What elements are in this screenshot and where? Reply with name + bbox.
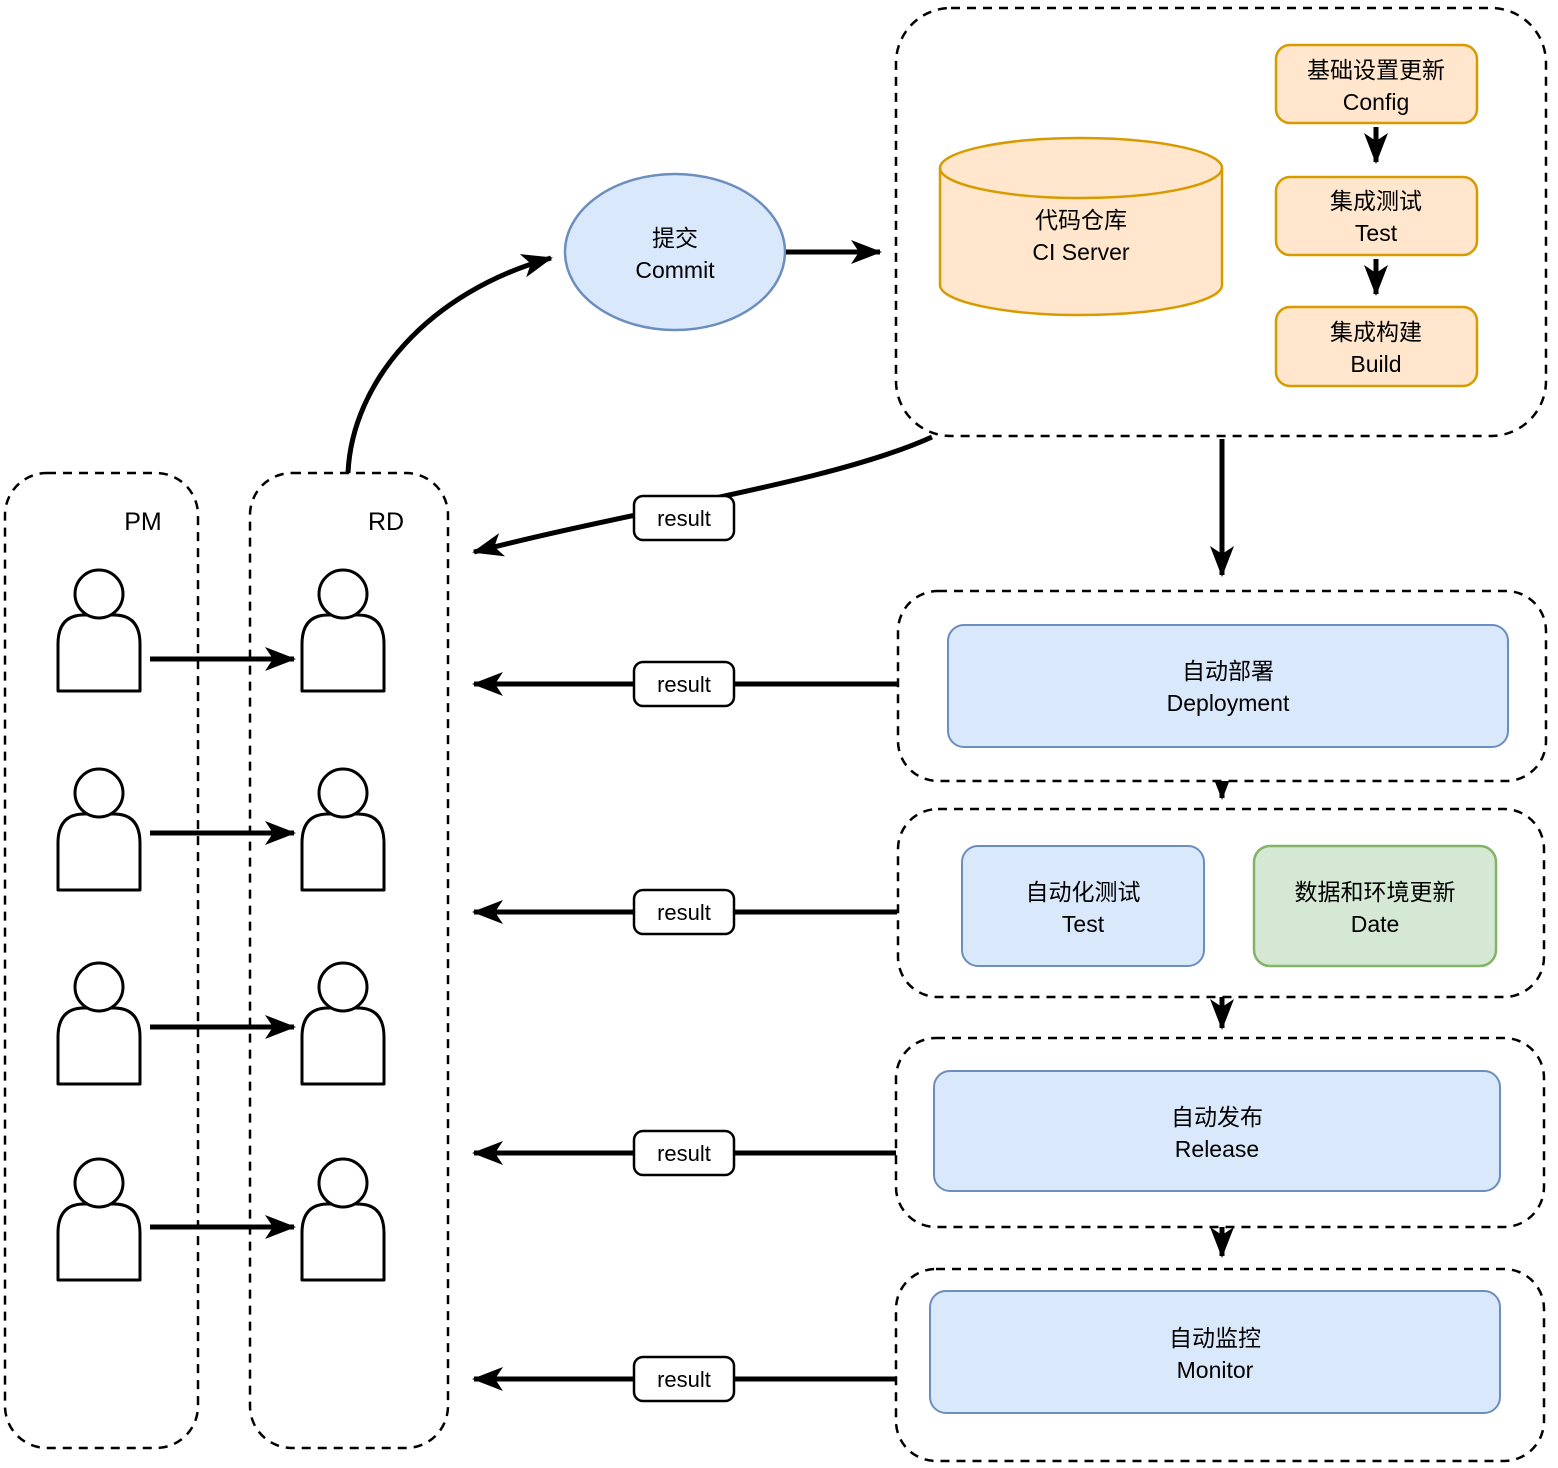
deployment-label-en: Deployment xyxy=(1167,690,1290,716)
auto-test-node: 自动化测试 Test xyxy=(961,845,1205,967)
data-env-label-zh: 数据和环境更新 xyxy=(1295,879,1456,905)
repo-label-zh: 代码仓库 xyxy=(1035,207,1127,233)
release-label-en: Release xyxy=(1175,1136,1259,1162)
monitor-label-zh: 自动监控 xyxy=(1169,1325,1261,1351)
config-label-zh: 基础设置更新 xyxy=(1307,57,1445,83)
integration-test-node: 集成测试 Test xyxy=(1274,175,1479,257)
monitor-label-en: Monitor xyxy=(1177,1357,1254,1383)
auto-test-label-zh: 自动化测试 xyxy=(1026,879,1141,905)
build-node: 集成构建 Build xyxy=(1274,305,1479,388)
monitor-stage: 自动监控 Monitor xyxy=(894,1267,1546,1463)
result-badge: result xyxy=(632,888,736,936)
result-badge-box xyxy=(632,1129,736,1177)
integration-test-label-en: Test xyxy=(1355,220,1398,246)
code-repo-cylinder: 代码仓库 CI Server xyxy=(938,136,1224,317)
data-env-node: 数据和环境更新 Date xyxy=(1252,844,1498,968)
rd-lane-label: RD xyxy=(368,508,404,536)
result-badge-label: result xyxy=(657,506,711,531)
auto-test-stage: 自动化测试 Test 数据和环境更新 Date xyxy=(896,807,1546,999)
pm-lane-border xyxy=(3,471,200,1450)
result-badge-box xyxy=(632,494,736,542)
integration-test-label-zh: 集成测试 xyxy=(1330,188,1422,214)
pm-to-rd-arrows xyxy=(150,647,296,1239)
result-badge-label: result xyxy=(657,672,711,697)
build-label-en: Build xyxy=(1350,351,1401,377)
result-badge-box xyxy=(632,660,736,708)
build-label-zh: 集成构建 xyxy=(1330,319,1422,345)
auto-test-label-en: Test xyxy=(1062,911,1105,937)
config-label-en: Config xyxy=(1343,89,1409,115)
result-badge-label: result xyxy=(657,900,711,925)
ci-result-to-rd-arrow xyxy=(472,434,934,557)
release-box xyxy=(933,1070,1501,1192)
result-badge-label: result xyxy=(657,1367,711,1392)
ci-server-container: 代码仓库 CI Server 基础设置更新 Config 集成测试 Test 集… xyxy=(894,6,1548,438)
deployment-box xyxy=(947,624,1509,748)
result-badge: result xyxy=(632,1129,736,1177)
result-badge: result xyxy=(632,1355,736,1403)
auto-test-box xyxy=(961,845,1205,967)
commit-label-zh: 提交 xyxy=(652,225,698,251)
cylinder-rim xyxy=(938,167,1224,200)
deployment-label-zh: 自动部署 xyxy=(1182,658,1274,684)
release-stage: 自动发布 Release xyxy=(894,1036,1546,1229)
commit-ellipse xyxy=(563,172,787,332)
commit-node: 提交 Commit xyxy=(563,172,787,332)
pm-lane: PM xyxy=(3,471,200,1450)
config-box xyxy=(1274,43,1479,125)
data-env-box xyxy=(1252,844,1498,968)
config-node: 基础设置更新 Config xyxy=(1274,43,1479,125)
monitor-box xyxy=(929,1290,1501,1414)
pm-lane-label: PM xyxy=(124,508,162,536)
rd-to-commit-arrow xyxy=(345,254,553,474)
data-env-label-en: Date xyxy=(1351,911,1400,937)
result-badge-box xyxy=(632,1355,736,1403)
cylinder-body xyxy=(938,136,1224,317)
result-badge: result xyxy=(632,494,736,542)
result-badge-label: result xyxy=(657,1141,711,1166)
integration-test-box xyxy=(1274,175,1479,257)
result-badge-box xyxy=(632,888,736,936)
result-badge: result xyxy=(632,660,736,708)
commit-label-en: Commit xyxy=(635,257,715,283)
release-label-zh: 自动发布 xyxy=(1171,1104,1263,1130)
build-box xyxy=(1274,305,1479,388)
deployment-stage: 自动部署 Deployment xyxy=(896,589,1548,783)
repo-label-en: CI Server xyxy=(1032,239,1129,265)
rd-lane: RD xyxy=(248,471,450,1450)
